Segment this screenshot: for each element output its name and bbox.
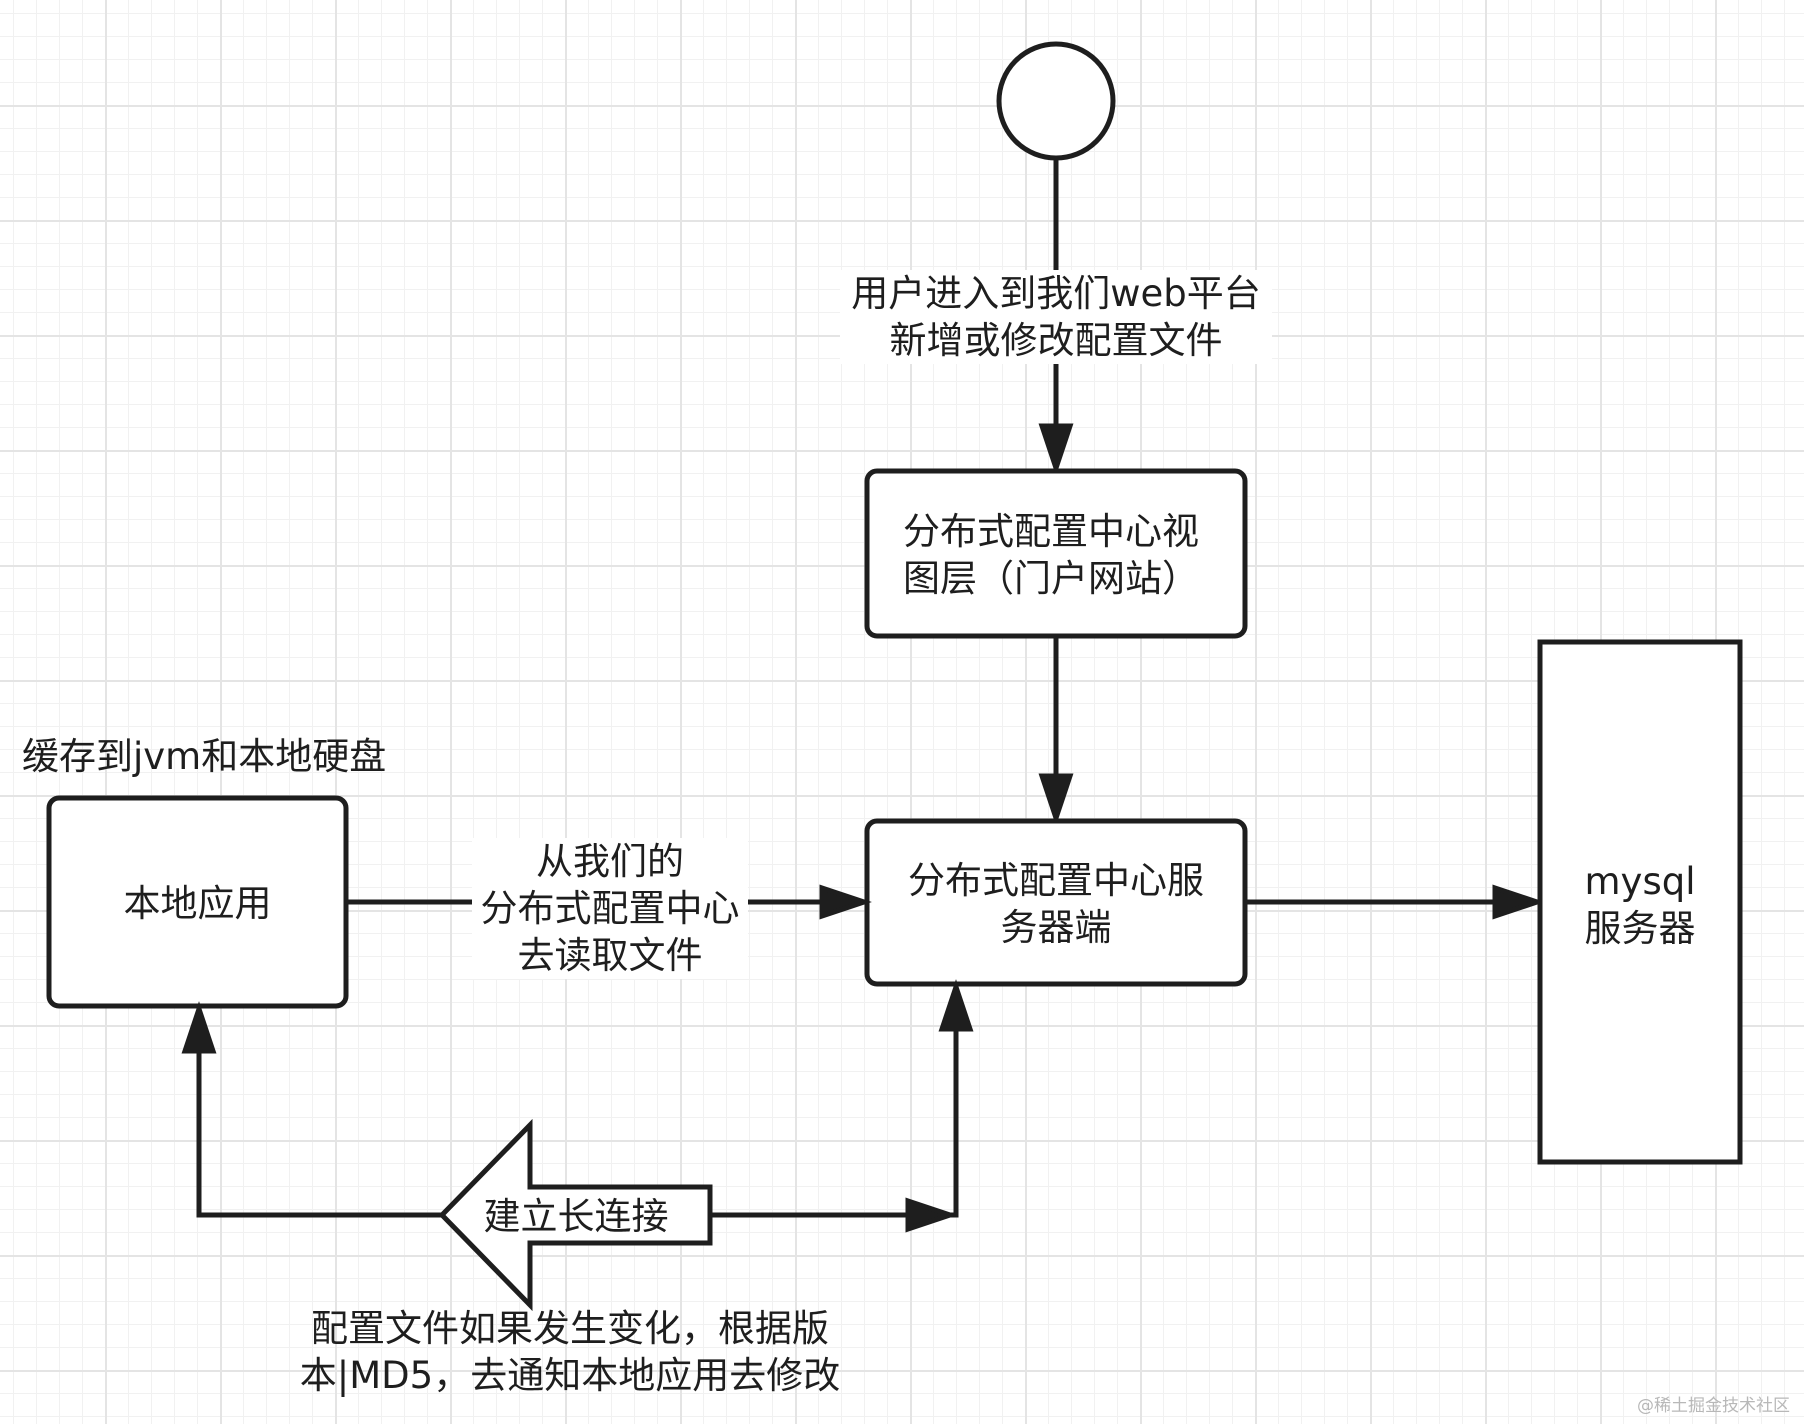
label-notify-line1: 配置文件如果发生变化，根据版 (311, 1307, 829, 1350)
edge-conn-to-local (196, 1009, 442, 1218)
label-long-connection: 建立长连接 (483, 1195, 669, 1238)
label-read-file-line2: 分布式配置中心 (480, 887, 740, 930)
config-server-line2: 务器端 (1000, 906, 1112, 949)
edge-server-to-mysql-arrowhead (1492, 884, 1545, 920)
mysql-box (1537, 639, 1743, 1165)
edge-local-to-server-arrowhead (819, 884, 872, 920)
local-app-text: 本地应用 (123, 882, 272, 925)
edge-conn-up-arrowhead (938, 979, 974, 1032)
long-connection-block-arrow (438, 1118, 713, 1312)
mysql-line1: mysql (1584, 860, 1696, 903)
config-server-text: 分布式配置中心服 务器端 (867, 857, 1245, 951)
view-layer-line1: 分布式配置中心视 (903, 510, 1199, 553)
label-read-file-line1: 从我们的 (536, 840, 684, 883)
edge-view-to-server-arrowhead (1038, 773, 1074, 826)
label-read-file: 从我们的 分布式配置中心 去读取文件 (472, 838, 748, 979)
label-notify-line2: 本|MD5，去通知本地应用去修改 (299, 1354, 841, 1397)
edge-conn-local-arrowhead (181, 1001, 217, 1054)
edge-conn-right-arrowhead (905, 1197, 958, 1233)
label-user-edit-line1: 用户进入到我们web平台 (851, 272, 1261, 315)
label-user-edit-line2: 新增或修改配置文件 (889, 319, 1223, 362)
edge-conn-to-server (705, 987, 959, 1218)
watermark: @稀土掘金技术社区 (1637, 1396, 1790, 1416)
label-notify: 配置文件如果发生变化，根据版 本|MD5，去通知本地应用去修改 (250, 1305, 890, 1399)
label-user-edit: 用户进入到我们web平台 新增或修改配置文件 (840, 270, 1272, 364)
view-layer-text: 分布式配置中心视 图层（门户网站） (903, 508, 1199, 602)
label-cache-note: 缓存到jvm和本地硬盘 (22, 735, 387, 778)
mysql-line2: 服务器 (1584, 907, 1696, 950)
mysql-text: mysql 服务器 (1540, 858, 1740, 952)
edge-start-to-view-arrowhead (1038, 423, 1074, 476)
view-layer-line2: 图层（门户网站） (903, 557, 1199, 600)
start-node (996, 41, 1116, 161)
label-read-file-line3: 去读取文件 (517, 934, 703, 977)
config-server-line1: 分布式配置中心服 (908, 859, 1204, 902)
